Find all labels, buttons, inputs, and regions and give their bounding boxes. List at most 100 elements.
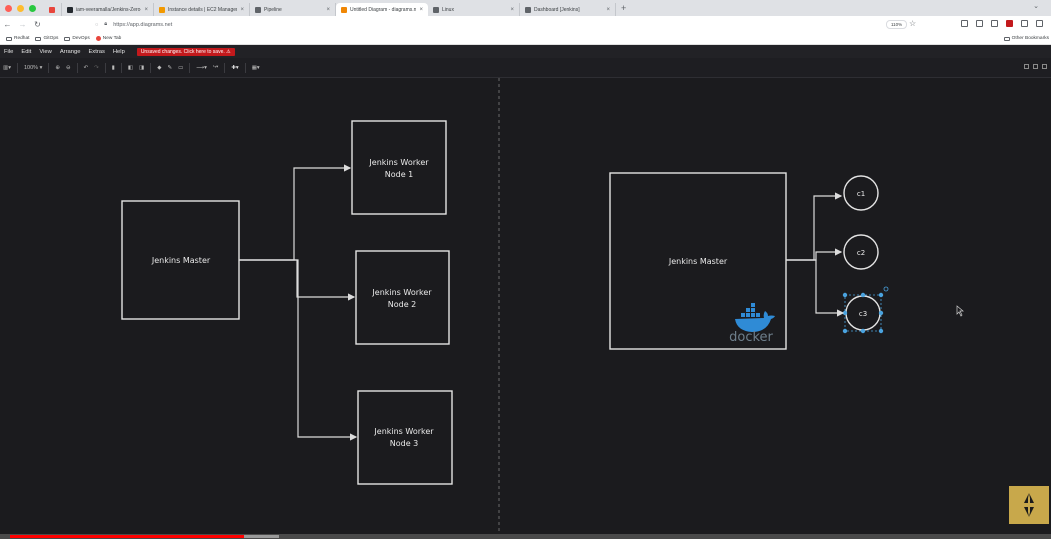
worker-node-3-label-line2: Node 3 <box>390 439 419 448</box>
account-icon[interactable] <box>991 20 998 27</box>
bookmark-devops[interactable]: DevOps <box>58 36 90 41</box>
browser-tab[interactable] <box>44 3 62 16</box>
url-field[interactable]: ◌ 🔒︎ https://app.diagrams.net <box>95 19 925 30</box>
worker-node-2-box[interactable] <box>355 250 450 345</box>
toolbar-divider <box>244 62 246 73</box>
toolbar-divider <box>76 62 78 73</box>
unsaved-changes-banner[interactable]: Unsaved changes. Click here to save. ⚠ <box>136 47 235 56</box>
insert-icon[interactable]: ✚▾ <box>231 64 239 71</box>
browser-tab[interactable]: Pipeline× <box>250 3 336 16</box>
sidebar-toggle-icon[interactable]: ▥▾ <box>3 64 11 71</box>
to-back-icon[interactable]: ◨ <box>139 64 145 71</box>
channel-watermark-logo[interactable] <box>1009 486 1049 524</box>
menu-view[interactable]: View <box>39 48 52 55</box>
connector-master-to-node-2[interactable] <box>239 259 356 301</box>
minimize-window-icon[interactable] <box>17 4 24 12</box>
browser-tab[interactable]: Instance details | EC2 Managemen× <box>154 3 250 16</box>
fill-color-icon[interactable]: ◆ <box>157 64 162 71</box>
undo-icon[interactable]: ↶ <box>83 64 89 71</box>
jenkins-master-box-right[interactable] <box>609 172 787 350</box>
back-icon[interactable]: ← <box>3 20 12 29</box>
other-bookmarks[interactable]: Other Bookmarks <box>1003 36 1049 41</box>
mouse-cursor-icon <box>956 305 964 317</box>
format-panel-icon[interactable] <box>1033 64 1038 69</box>
tab-favicon-icon <box>159 6 165 13</box>
edit-icon[interactable] <box>1021 20 1028 27</box>
maximize-window-icon[interactable] <box>29 4 36 12</box>
table-icon[interactable]: ▦▾ <box>251 64 260 71</box>
zoom-out-icon[interactable]: ⊖ <box>65 64 71 71</box>
downloads-icon[interactable] <box>976 20 983 27</box>
bookmark-star-icon[interactable]: ☆ <box>909 19 917 28</box>
browser-tabs: iam-veeramalla/Jenkins-Zero-To×Instance … <box>44 0 616 16</box>
browser-tab[interactable]: Untitled Diagram - diagrams.net× <box>336 3 428 16</box>
new-tab-button[interactable]: + <box>621 3 627 13</box>
browser-tab[interactable]: Dashboard [Jenkins] × <box>520 3 616 16</box>
menu-edit[interactable]: Edit <box>21 48 32 55</box>
folder-icon <box>35 36 42 41</box>
rotate-handle-icon[interactable] <box>883 286 889 292</box>
tab-close-icon[interactable]: × <box>240 6 244 13</box>
docker-whale-icon <box>735 303 775 332</box>
forward-icon[interactable]: → <box>18 20 27 29</box>
browser-tab[interactable]: Linux× <box>428 3 520 16</box>
selection-handles-c3[interactable] <box>842 292 884 334</box>
connector-master-to-c3[interactable] <box>786 259 845 317</box>
waypoints-icon[interactable]: ⤷▾ <box>212 64 219 70</box>
worker-node-1-box[interactable] <box>351 120 447 215</box>
container-c2[interactable] <box>843 234 879 270</box>
menu-help[interactable]: Help <box>112 48 125 55</box>
tab-close-icon[interactable]: × <box>510 6 514 13</box>
tab-close-icon[interactable]: × <box>606 6 610 13</box>
line-color-icon[interactable]: ✎ <box>167 64 173 71</box>
connector-master-to-node-3[interactable] <box>239 259 358 441</box>
fullscreen-icon[interactable] <box>1024 64 1029 69</box>
jenkins-master-label-left: Jenkins Master <box>151 256 211 265</box>
connector-master-to-node-1[interactable] <box>239 164 352 261</box>
tab-favicon-icon <box>255 6 261 13</box>
delete-icon[interactable]: ▮ <box>111 64 115 71</box>
pocket-icon[interactable] <box>961 20 968 27</box>
tab-favicon-icon <box>433 6 439 13</box>
worker-node-3-box[interactable] <box>357 390 453 485</box>
to-front-icon[interactable]: ◧ <box>127 64 134 71</box>
menu-extras[interactable]: Extras <box>88 48 105 55</box>
container-c1[interactable] <box>843 175 879 211</box>
connection-style-icon[interactable]: ⟶▾ <box>196 64 207 71</box>
menu-arrange[interactable]: Arrange <box>59 48 81 55</box>
lock-icon: 🔒︎ <box>104 21 108 27</box>
connector-master-to-c1[interactable] <box>786 192 843 261</box>
menu-file[interactable]: File <box>4 48 14 55</box>
zoom-select[interactable]: 100% ▾ <box>23 64 43 71</box>
tab-favicon-icon <box>341 6 347 13</box>
extension-icon[interactable] <box>1006 20 1013 27</box>
shadow-icon[interactable]: ▭ <box>178 64 184 71</box>
video-progress-bar[interactable] <box>0 534 1051 539</box>
collapse-icon[interactable] <box>1042 64 1047 69</box>
zoom-in-icon[interactable]: ⊕ <box>55 64 60 71</box>
tab-list-chevron-icon[interactable]: ⌄ <box>1033 3 1039 10</box>
bookmark-new-tab[interactable]: New Tab <box>90 36 121 41</box>
new-tab-favicon-icon <box>95 36 101 41</box>
worker-node-2-label-line2: Node 2 <box>388 300 417 309</box>
zoom-level-badge[interactable]: 110% <box>886 20 908 29</box>
bookmark-gitops[interactable]: GitOps <box>29 36 58 41</box>
container-c2-label: c2 <box>857 249 865 257</box>
toolbar-divider <box>189 62 191 73</box>
toolbar-divider <box>150 62 152 73</box>
close-window-icon[interactable] <box>5 4 12 12</box>
tab-close-icon[interactable]: × <box>144 6 148 13</box>
browser-tab-strip: iam-veeramalla/Jenkins-Zero-To×Instance … <box>0 0 1051 16</box>
tab-title: Untitled Diagram - diagrams.net <box>350 6 417 13</box>
tab-close-icon[interactable]: × <box>326 6 330 13</box>
window-controls <box>0 4 44 12</box>
bookmark-redhat[interactable]: Redhat <box>0 36 29 41</box>
diagram-canvas[interactable]: Jenkins Master Jenkins Worker Node 1 Jen… <box>0 78 1051 534</box>
redo-icon[interactable]: ↷ <box>94 64 99 71</box>
tab-close-icon[interactable]: × <box>419 6 423 13</box>
browser-tab[interactable]: iam-veeramalla/Jenkins-Zero-To× <box>62 3 154 16</box>
tab-title: Dashboard [Jenkins] <box>534 6 580 13</box>
reload-icon[interactable]: ↻ <box>34 20 41 29</box>
menu-icon[interactable] <box>1036 20 1043 27</box>
